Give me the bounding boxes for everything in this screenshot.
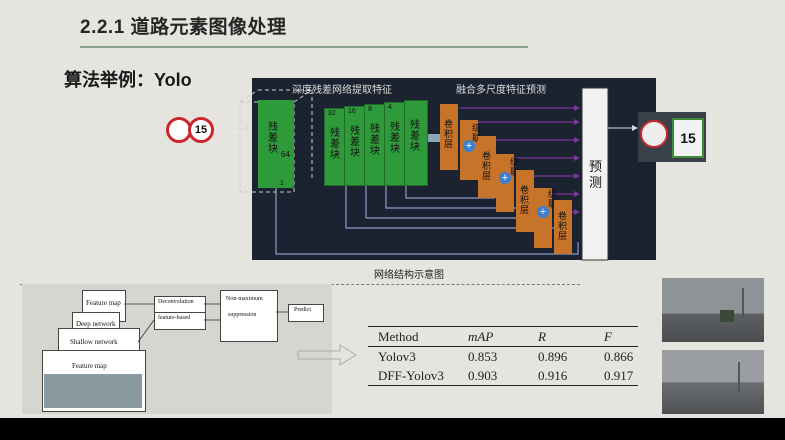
header-method: Method — [378, 328, 419, 344]
results-table-wrapper: Method mAP R F Yolov3 0.853 0.896 0.866 … — [368, 326, 638, 386]
fusion-label: 融合多尺度特征预测 — [456, 85, 546, 96]
cell-f-score: 0.917 — [604, 367, 634, 383]
header-recall: R — [538, 328, 546, 344]
residual-block-depth-3: 8 — [368, 106, 372, 113]
residual-block-label-2: 残差块 — [350, 126, 360, 159]
header-map: mAP — [468, 328, 494, 344]
deconvolution-label: Deconvolution — [158, 299, 194, 305]
residual-block-depth-4: 4 — [388, 104, 392, 111]
title-underline — [80, 46, 528, 48]
input-block-label: 残差块 — [268, 122, 278, 155]
concat-label-2: 级联 — [510, 158, 520, 178]
conv-layer-label-3: 卷积层 — [520, 186, 530, 216]
table-row: Yolov3 0.853 0.896 0.866 — [368, 347, 638, 367]
cell-recall: 0.916 — [538, 367, 568, 383]
residual-block-depth-2: 16 — [348, 108, 356, 115]
residual-block-depth-1: 32 — [328, 110, 336, 117]
cell-map: 0.903 — [468, 367, 498, 383]
bus-shape — [720, 310, 734, 322]
residual-block-count-1: 1 — [280, 180, 284, 187]
nms-box — [220, 290, 278, 342]
residual-block-5 — [404, 100, 428, 186]
backbone-label: 深度残差网络提取特征 — [292, 85, 392, 96]
cell-f-score: 0.866 — [604, 348, 634, 364]
algorithm-example-heading: 算法举例：Yolo — [64, 70, 192, 90]
cell-method: Yolov3 — [378, 348, 416, 364]
cell-method: DFF-Yolov3 — [378, 367, 444, 383]
conv-layer-4 — [554, 200, 572, 254]
nms-label-line2: suppression — [228, 312, 257, 318]
table-bottom-rule — [368, 385, 638, 386]
table-top-rule — [368, 326, 638, 327]
conv-layer-label-4: 卷积层 — [558, 212, 568, 242]
network-caption: 网络结构示意图 — [374, 270, 444, 281]
concat-label-1: 级联 — [472, 124, 482, 144]
conv-layer-3 — [516, 170, 534, 232]
concat-label-3: 级联 — [548, 190, 558, 210]
conv-layer-2 — [478, 136, 496, 198]
output-speed-limit-sign: 15 — [672, 118, 704, 158]
speed-limit-sign: 15 — [188, 117, 214, 143]
cell-recall: 0.896 — [538, 348, 568, 364]
conv-layer-label-1: 卷积层 — [444, 120, 454, 150]
residual-block-label-1: 残差块 — [330, 128, 340, 161]
hollow-arrow-icon — [297, 344, 357, 366]
stack-label-deep-network: Deep network — [76, 320, 116, 328]
section-title: 2.2.1 道路元素图像处理 — [80, 17, 287, 38]
road-photo-bottom — [662, 350, 764, 414]
input-block — [258, 100, 294, 188]
results-table: Method mAP R F Yolov3 0.853 0.896 0.866 … — [368, 327, 638, 385]
table-header-row: Method mAP R F — [368, 327, 638, 347]
header-f-score: F — [604, 328, 612, 344]
cell-map: 0.853 — [468, 348, 498, 364]
conv-layer-1 — [440, 104, 458, 170]
feature-based-label: feature-based — [158, 315, 191, 321]
slide: 2.2.1 道路元素图像处理 算法举例：Yolo 深度残差网络提取特征 融合多尺… — [0, 0, 785, 418]
predict-box-label: Predict — [294, 307, 311, 313]
flow-diagram: Feature map Deep network Shallow network… — [22, 284, 332, 414]
stack-label-feature-map-bottom: Feature map — [72, 362, 107, 370]
output-no-trucks-sign-icon — [640, 120, 668, 148]
predict-label: 预测 — [589, 160, 603, 191]
sign-pole-shape — [742, 288, 744, 318]
conv-layer-label-2: 卷积层 — [482, 152, 492, 182]
stack-label-shallow-network: Shallow network — [70, 338, 118, 346]
input-block-depth: 64 — [281, 150, 290, 159]
street-photo-thumbnail — [44, 374, 142, 408]
flow-arrows — [124, 303, 288, 343]
sign-pole-shape-2 — [738, 362, 740, 392]
feature-based-box — [154, 312, 206, 330]
stack-label-feature-map-top: Feature map — [86, 299, 121, 307]
network-diagram: 深度残差网络提取特征 融合多尺度特征预测 15 — [160, 78, 706, 278]
residual-block-label-5: 残差块 — [410, 120, 420, 153]
predict-box — [288, 304, 324, 322]
road-photo-top — [662, 278, 764, 342]
concat-plus-icon-2: + — [499, 172, 511, 184]
residual-block-label-4: 残差块 — [390, 122, 400, 155]
concat-layer-3 — [534, 188, 552, 248]
residual-block-label-3: 残差块 — [370, 124, 380, 157]
nms-label-line1: Non-maximum — [226, 296, 263, 302]
concat-plus-icon-1: + — [463, 140, 475, 152]
presentation-bottom-bar — [0, 418, 785, 440]
table-row: DFF-Yolov3 0.903 0.916 0.917 — [368, 366, 638, 385]
concat-plus-icon-3: + — [537, 206, 549, 218]
